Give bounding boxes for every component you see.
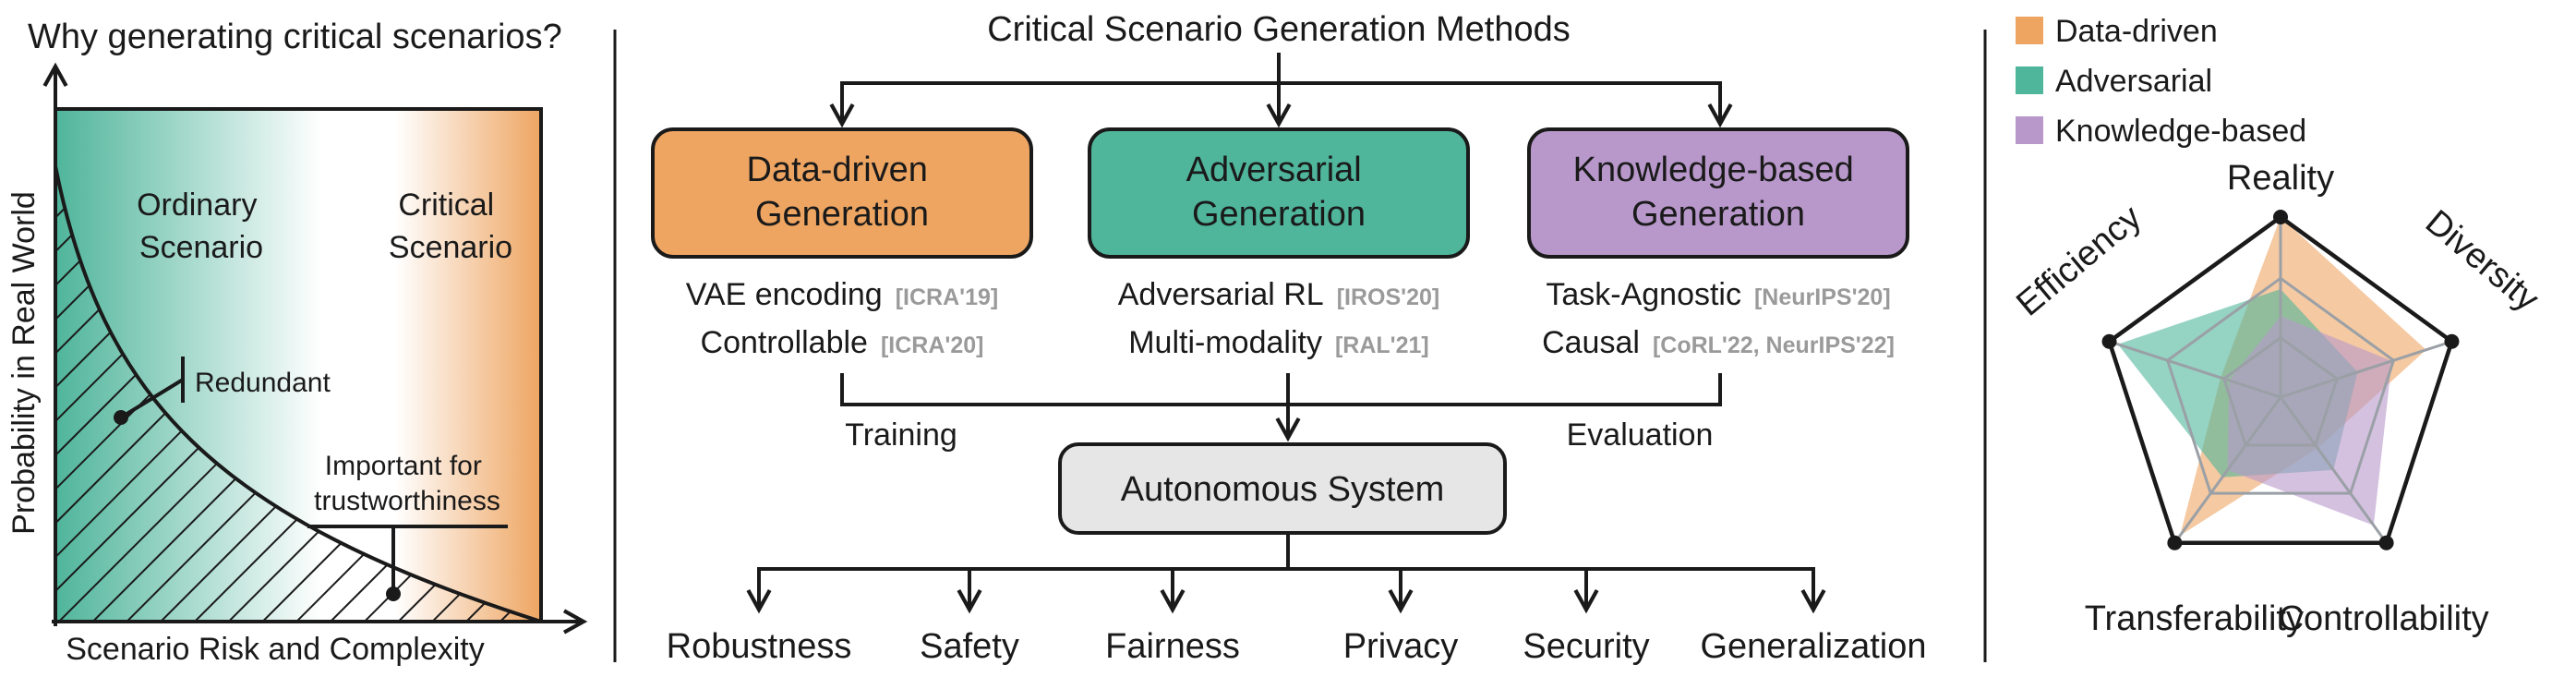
adversarial-box-label: Adversarial Generation (1186, 151, 1372, 234)
outcome-robustness: Robustness (667, 627, 852, 666)
redundant-label: Redundant (195, 368, 331, 398)
center-panel: Critical Scenario Generation Methods Dat… (651, 10, 1927, 666)
legend-swatch-data-driven (2016, 17, 2043, 44)
radar-spoke-diversity (2280, 340, 2452, 399)
radar-spoke-transferability (2173, 396, 2282, 544)
outcome-security: Security (1523, 627, 1649, 666)
center-panel-title: Critical Scenario Generation Methods (987, 10, 1571, 49)
knowledge-based-box-label: Knowledge-based Generation (1573, 151, 1864, 234)
outcome-fairness: Fairness (1105, 627, 1240, 666)
radar-chart: RealityDiversityControllabilityTransfera… (2009, 159, 2546, 638)
radar-axis-label-diversity: Diversity (2418, 203, 2546, 320)
legend-swatch-adversarial (2016, 66, 2043, 94)
legend-label-adversarial: Adversarial (2055, 64, 2212, 99)
radar-vertex-reality (2273, 210, 2288, 224)
ordinary-scenario-label: Ordinary Scenario (137, 187, 266, 265)
method-box-data-driven: Data-driven Generation (651, 127, 1033, 259)
radar-series-knowledge-based (2227, 316, 2392, 526)
method-item-adversarial-rl: Adversarial RL [IROS'20] (1118, 277, 1440, 312)
important-label: Important for trustworthiness (314, 451, 500, 516)
legend-label-data-driven: Data-driven (2055, 14, 2218, 49)
x-axis-label: Scenario Risk and Complexity (66, 632, 485, 667)
autonomous-system-box (1058, 442, 1507, 535)
hatched-area (55, 166, 541, 622)
radar-grid-ring-2 (2165, 276, 2396, 495)
legend-swatch-knowledge-based (2016, 116, 2043, 144)
radar-vertex-diversity (2444, 333, 2460, 349)
radar-axis-label-transferability: Transferability (2085, 599, 2304, 638)
autonomous-system-label: Autonomous System (1121, 470, 1445, 509)
data-driven-box-label: Data-driven Generation (747, 151, 938, 234)
y-axis-label: Probability in Real World (6, 191, 42, 535)
outcome-labels: Robustness Safety Fairness Privacy Security G… (667, 627, 1927, 666)
radar-vertex-efficiency (2101, 333, 2117, 349)
probability-curve (54, 165, 542, 623)
radar-vertex-controllability (2378, 535, 2394, 550)
method-item-controllable: Controllable [ICRA'20] (701, 325, 984, 360)
outcome-privacy: Privacy (1343, 627, 1459, 666)
left-panel: Why generating critical scenarios? Proba… (6, 18, 588, 667)
method-box-adversarial: Adversarial Generation (1088, 127, 1470, 259)
outcome-safety: Safety (920, 627, 1019, 666)
method-item-multi-modality: Multi-modality [RAL'21] (1128, 325, 1429, 360)
method-item-task-agnostic: Task-Agnostic [NeurIPS'20] (1546, 277, 1890, 312)
radar-grid-ring-1 (2222, 335, 2339, 447)
outcome-arrows (746, 567, 1826, 614)
outcome-generalization: Generalization (1700, 627, 1926, 666)
radar-axis-label-efficiency: Efficiency (2009, 198, 2149, 323)
method-item-causal: Causal [CoRL'22, NeurIPS'22] (1542, 325, 1895, 360)
method-box-knowledge-based: Knowledge-based Generation (1527, 127, 1909, 259)
radar-frame (2106, 214, 2455, 546)
radar-vertex-transferability (2167, 535, 2183, 550)
left-panel-title: Why generating critical scenarios? (28, 18, 562, 56)
critical-scenario-label: Critical Scenario (389, 187, 512, 265)
legend-label-knowledge-based: Knowledge-based (2055, 114, 2306, 149)
evaluation-label: Evaluation (1567, 417, 1714, 453)
radar-axis-label-controllability: Controllability (2279, 599, 2489, 638)
training-label: Training (845, 417, 957, 453)
redundant-leader (119, 378, 185, 419)
radar-spoke-controllability (2279, 396, 2388, 544)
radar-axis-label-reality: Reality (2227, 159, 2334, 198)
radar-spoke-efficiency (2109, 340, 2281, 399)
method-item-vae-encoding: VAE encoding [ICRA'19] (686, 277, 998, 312)
